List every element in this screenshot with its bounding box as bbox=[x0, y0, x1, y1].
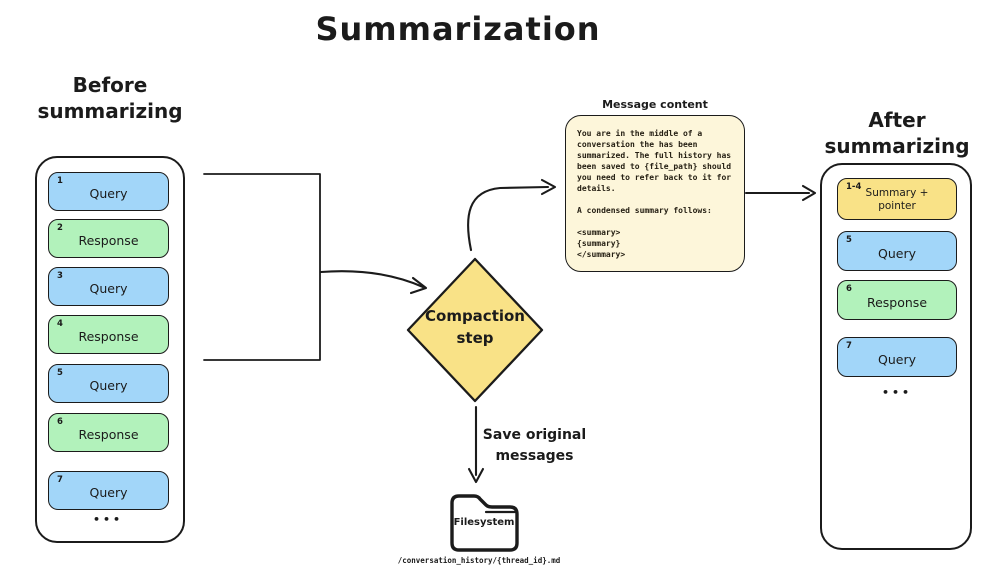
message-number: 5 bbox=[846, 235, 852, 245]
before-message-7: 7 Query bbox=[48, 471, 169, 510]
filesystem-path: /conversation_history/{thread_id}.md bbox=[397, 556, 561, 565]
message-label: Query bbox=[89, 186, 128, 202]
message-number: 6 bbox=[846, 284, 852, 294]
arrowhead bbox=[409, 276, 428, 295]
before-heading: Before summarizing bbox=[37, 73, 183, 124]
arrowhead bbox=[801, 184, 817, 202]
after-message-summary: 1-4 Summary + pointer bbox=[837, 178, 957, 220]
before-message-5: 5 Query bbox=[48, 364, 169, 403]
message-number: 5 bbox=[57, 368, 63, 378]
grouping-bracket bbox=[203, 173, 321, 361]
filesystem-label: Filesystem bbox=[453, 517, 515, 528]
before-message-6: 6 Response bbox=[48, 413, 169, 452]
message-number: 6 bbox=[57, 417, 63, 427]
arrow-to-compaction bbox=[319, 270, 425, 289]
page-title: Summarization bbox=[315, 10, 601, 48]
message-number: 7 bbox=[846, 341, 852, 351]
message-number: 2 bbox=[57, 223, 63, 233]
compaction-step-label: Compaction step bbox=[425, 307, 525, 347]
before-message-2: 2 Response bbox=[48, 219, 169, 258]
message-label: Query bbox=[878, 351, 916, 367]
arrowhead bbox=[540, 178, 557, 196]
arrowhead bbox=[467, 467, 485, 484]
message-label: Response bbox=[78, 427, 139, 443]
save-original-messages-label: Save original messages bbox=[482, 427, 587, 464]
before-ellipsis: ••• bbox=[92, 513, 124, 526]
after-heading: After summarizing bbox=[824, 108, 970, 159]
message-label: Query bbox=[89, 378, 128, 394]
note-title: Message content bbox=[602, 98, 708, 111]
message-number: 3 bbox=[57, 271, 63, 281]
message-label: Query bbox=[89, 281, 128, 297]
message-label: Query bbox=[89, 485, 128, 501]
message-content-note: You are in the middle of a conversation … bbox=[565, 115, 745, 272]
before-message-4: 4 Response bbox=[48, 315, 169, 354]
message-label: Response bbox=[866, 294, 928, 310]
message-label: Query bbox=[878, 245, 916, 261]
after-message-6: 6 Response bbox=[837, 280, 957, 320]
message-label: Response bbox=[78, 329, 139, 345]
after-message-5: 5 Query bbox=[837, 231, 957, 271]
before-message-3: 3 Query bbox=[48, 267, 169, 306]
message-number: 4 bbox=[57, 319, 63, 329]
message-number: 1 bbox=[57, 176, 63, 186]
message-number: 7 bbox=[57, 475, 63, 485]
message-number: 1-4 bbox=[846, 182, 862, 192]
after-ellipsis: ••• bbox=[881, 386, 913, 399]
message-label: Summary + pointer bbox=[865, 186, 929, 212]
note-body-text: You are in the middle of a conversation … bbox=[577, 129, 732, 259]
before-message-1: 1 Query bbox=[48, 172, 169, 211]
after-message-7: 7 Query bbox=[837, 337, 957, 377]
arrow-to-note bbox=[467, 185, 550, 252]
message-label: Response bbox=[78, 233, 139, 249]
